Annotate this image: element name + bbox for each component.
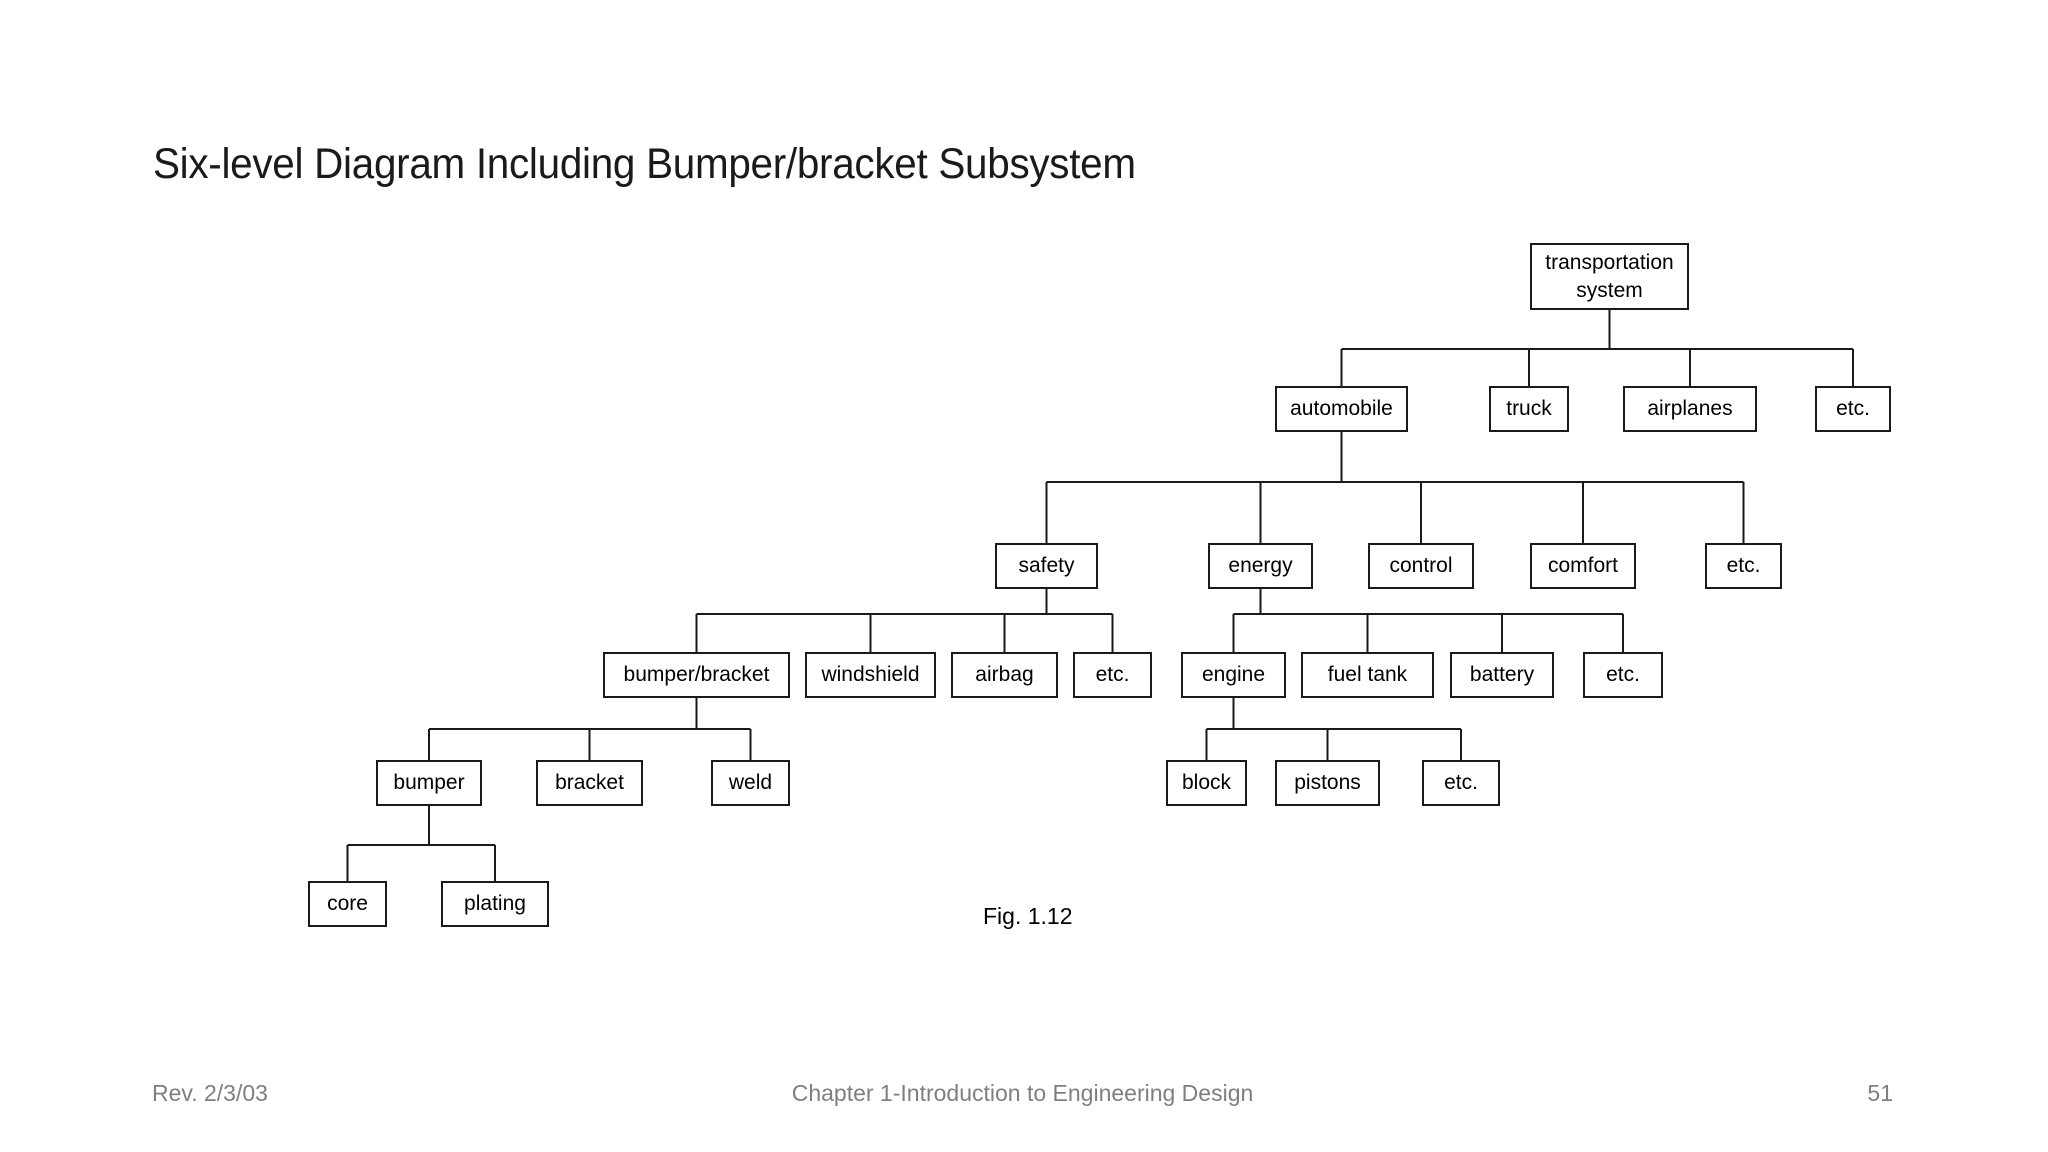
node-label: windshield (821, 663, 920, 687)
node-control: control (1368, 543, 1474, 589)
node-weld: weld (711, 760, 790, 806)
node-plating: plating (441, 881, 549, 927)
node-label: truck (1506, 397, 1552, 421)
node-truck: truck (1489, 386, 1569, 432)
node-fuel-tank: fuel tank (1301, 652, 1434, 698)
node-label: energy (1228, 554, 1293, 578)
node-label: weld (728, 771, 773, 795)
chapter-title: Chapter 1-Introduction to Engineering De… (791, 1080, 1254, 1106)
node-label: pistons (1294, 771, 1361, 795)
node-etc-energy: etc. (1583, 652, 1663, 698)
node-battery: battery (1450, 652, 1554, 698)
node-comfort: comfort (1530, 543, 1636, 589)
node-label: plating (464, 892, 526, 916)
node-engine: engine (1181, 652, 1286, 698)
node-label: etc. (1726, 554, 1761, 578)
node-label: bumper (393, 771, 465, 795)
footer: Rev. 2/3/03 Chapter 1-Introduction to En… (152, 1080, 1893, 1107)
node-airplanes: airplanes (1623, 386, 1757, 432)
node-label: airbag (975, 663, 1034, 687)
node-label: control (1389, 554, 1453, 578)
node-core: core (308, 881, 387, 927)
node-label: etc. (1836, 397, 1870, 421)
page-title: Six-level Diagram Including Bumper/brack… (153, 140, 1136, 188)
node-label: block (1181, 771, 1232, 795)
node-label: bumper/bracket (623, 663, 770, 687)
node-label: comfort (1547, 554, 1618, 578)
node-label: bracket (555, 771, 624, 795)
node-windshield: windshield (805, 652, 936, 698)
node-bumper: bumper (376, 760, 482, 806)
node-label: transportation system (1545, 250, 1674, 302)
node-etc-engine: etc. (1422, 760, 1500, 806)
node-block: block (1166, 760, 1247, 806)
node-label: engine (1201, 663, 1266, 687)
page-number: 51 (1867, 1080, 1893, 1106)
node-label: fuel tank (1327, 663, 1408, 687)
node-etc-automobile: etc. (1705, 543, 1782, 589)
node-label: etc. (1444, 771, 1478, 795)
node-label: etc. (1095, 663, 1130, 687)
node-label: airplanes (1647, 397, 1733, 421)
node-label: automobile (1290, 397, 1393, 421)
node-safety: safety (995, 543, 1098, 589)
node-automobile: automobile (1275, 386, 1408, 432)
figure-caption: Fig. 1.12 (983, 903, 1073, 929)
node-label: etc. (1606, 663, 1640, 687)
node-bumper-bracket: bumper/bracket (603, 652, 790, 698)
node-label: battery (1469, 663, 1535, 687)
node-etc-transportation: etc. (1815, 386, 1891, 432)
node-bracket: bracket (536, 760, 643, 806)
node-pistons: pistons (1275, 760, 1380, 806)
node-energy: energy (1208, 543, 1313, 589)
node-label: safety (1018, 554, 1075, 578)
node-label: core (327, 892, 368, 916)
node-transportation-system: transportation system (1530, 243, 1689, 310)
node-etc-safety: etc. (1073, 652, 1152, 698)
node-airbag: airbag (951, 652, 1058, 698)
revision-date: Rev. 2/3/03 (152, 1080, 268, 1106)
